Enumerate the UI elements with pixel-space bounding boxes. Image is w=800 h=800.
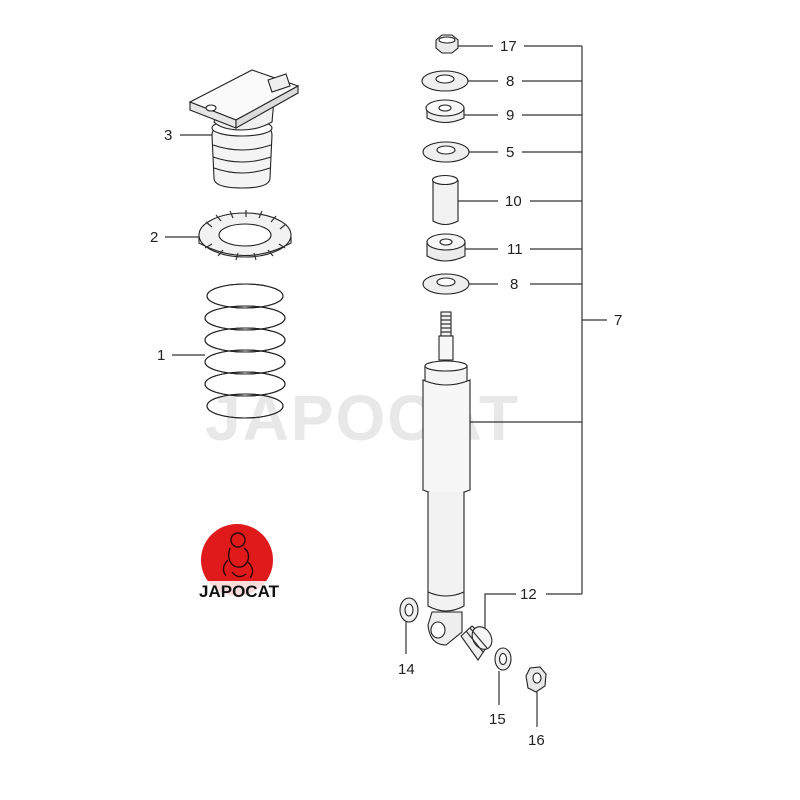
part-shock-absorber — [422, 311, 471, 646]
callout-17: 17 — [500, 38, 517, 55]
part-washer-15 — [494, 647, 512, 671]
callout-9: 9 — [506, 107, 514, 124]
leader-lines — [165, 45, 607, 727]
callout-8-lower: 8 — [510, 276, 518, 293]
logo-red-circle — [201, 524, 273, 596]
callout-3: 3 — [164, 127, 172, 144]
part-lower-nut — [525, 666, 547, 693]
callout-14: 14 — [398, 661, 415, 678]
part-washer-lower — [422, 273, 470, 295]
part-bump-stop-mount — [188, 69, 300, 189]
part-coil-spring — [204, 283, 286, 419]
part-eye-bushing — [460, 625, 493, 661]
callout-11: 11 — [507, 241, 523, 258]
part-spring-seat — [198, 210, 292, 261]
callout-2: 2 — [150, 229, 158, 246]
part-washer-5 — [422, 141, 470, 163]
part-rubber-bushing-upper — [425, 99, 465, 124]
callout-1: 1 — [157, 347, 165, 364]
callout-7: 7 — [614, 312, 622, 329]
logo-figure-icon — [222, 532, 254, 579]
japocat-logo: JAPOCAT — [196, 524, 284, 601]
part-rubber-bushing-lower — [426, 233, 466, 262]
part-washer-upper — [421, 70, 469, 92]
callout-8-upper: 8 — [506, 73, 514, 90]
logo-text: JAPOCAT — [199, 582, 280, 601]
callout-16: 16 — [528, 732, 545, 749]
callout-12: 12 — [520, 586, 537, 603]
callout-5: 5 — [506, 144, 514, 161]
callout-labels: 3 2 1 17 8 9 5 10 11 8 7 12 14 15 16 — [150, 38, 622, 749]
callout-10: 10 — [505, 193, 522, 210]
callout-15: 15 — [489, 711, 506, 728]
part-spacer-sleeve — [431, 174, 459, 226]
part-washer-14 — [399, 597, 419, 623]
part-top-nut — [435, 34, 459, 54]
